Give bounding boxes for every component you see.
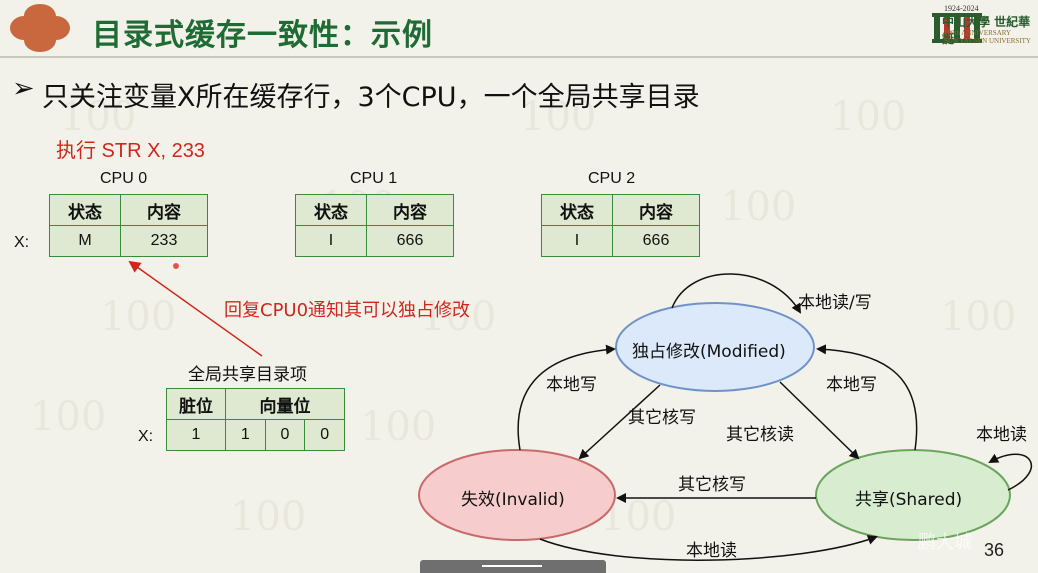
page-number: 36 [984, 540, 1005, 560]
university-name-en: SUN YAT-SEN UNIVERSITY [944, 37, 1031, 45]
directory-row-label-x: X: [138, 428, 154, 445]
svg-text:100: 100 [230, 494, 306, 540]
state-invalid-node [418, 449, 616, 541]
arrow-modified-to-shared [779, 381, 860, 460]
slide-title: 目录式缓存一致性：示例 [92, 18, 433, 53]
arrow-invalid-to-shared [539, 535, 878, 561]
reply-arrow [128, 260, 263, 357]
dirty-bit: 1 [166, 419, 226, 451]
state-invalid-label: 失效(Invalid) [461, 490, 565, 510]
cpu1-label: CPU 1 [350, 170, 398, 187]
directory-table: 脏位 向量位 1 1 0 0 [166, 388, 345, 451]
university-years: 1924-2024 [944, 4, 979, 13]
svg-text:100: 100 [60, 94, 136, 140]
reply-annotation: 回复CPU0通知其可以独占修改 [224, 300, 471, 321]
cpu2-label: CPU 2 [588, 170, 636, 187]
svg-text:100: 100 [830, 94, 906, 140]
label-invalid-to-modified: 本地写 [546, 375, 597, 395]
cpu0-cache-table: 状态 内容 M 233 [49, 194, 208, 257]
directory-title: 全局共享目录项 [188, 365, 307, 385]
svg-text:100: 100 [420, 294, 496, 340]
svg-text:100: 100 [100, 294, 176, 340]
watermark: 鹏大城 [918, 532, 972, 552]
vector-bit-cpu2: 0 [304, 419, 345, 451]
cpu2-cache-table: 状态 内容 I 666 [541, 194, 700, 257]
row-label-x: X: [14, 234, 30, 251]
slide-header: 目录式缓存一致性：示例 1924-2024 中山大學 世紀華誕 100th AN… [0, 0, 1038, 58]
cpu0-content: 233 [120, 225, 208, 257]
arrow-modified-to-invalid [578, 384, 661, 460]
state-shared-node [815, 449, 1011, 541]
svg-text:100: 100 [940, 294, 1016, 340]
university-logo-icon [932, 13, 982, 43]
cpu1-content: 666 [366, 225, 454, 257]
svg-text:100: 100 [520, 94, 596, 140]
arrow-modified-self [671, 273, 802, 314]
state-modified-label: 独占修改(Modified) [632, 342, 786, 362]
svg-text:100: 100 [720, 184, 796, 230]
state-modified-node [615, 302, 815, 392]
cursor-dot [173, 263, 179, 269]
state-header: 状态 [295, 194, 367, 226]
label-shared-to-invalid: 其它核写 [678, 475, 746, 495]
instruction-text: 执行 STR X, 233 [56, 140, 205, 162]
state-shared-label: 共享(Shared) [855, 490, 963, 510]
label-modified-to-invalid: 其它核写 [628, 408, 696, 428]
cpu0-label: CPU 0 [100, 170, 148, 187]
bullet-text: 只关注变量X所在缓存行，3个CPU，一个全局共享目录 [42, 82, 700, 113]
university-anniversary: 100th ANNIVERSARY [944, 29, 1012, 37]
label-invalid-to-shared: 本地读 [686, 541, 737, 561]
cpu2-content: 666 [612, 225, 700, 257]
arrow-shared-self [988, 453, 1032, 491]
label-shared-self: 本地读 [976, 425, 1027, 445]
arrow-shared-to-modified [816, 344, 918, 451]
vector-bit-cpu1: 0 [264, 419, 306, 451]
cpu2-state: I [541, 225, 613, 257]
state-header: 状态 [541, 194, 613, 226]
bullet-arrow-icon: ➢ [12, 73, 35, 103]
toolbar-handle-icon [482, 565, 542, 567]
content-header: 内容 [120, 194, 208, 226]
label-modified-to-shared: 其它核读 [726, 425, 794, 445]
arrow-invalid-to-modified [517, 344, 616, 451]
header-divider [0, 56, 1038, 58]
vector-bit-cpu0: 1 [225, 419, 266, 451]
quatrefoil-logo-icon [10, 4, 70, 52]
label-modified-self: 本地读/写 [798, 293, 872, 313]
presentation-toolbar[interactable] [420, 560, 606, 573]
cpu0-state: M [49, 225, 121, 257]
cpu1-cache-table: 状态 内容 I 666 [295, 194, 454, 257]
university-name-cn: 中山大學 世紀華誕 [942, 15, 1031, 46]
svg-text:100: 100 [30, 394, 106, 440]
svg-text:100: 100 [360, 404, 436, 450]
label-shared-to-modified: 本地写 [826, 375, 877, 395]
